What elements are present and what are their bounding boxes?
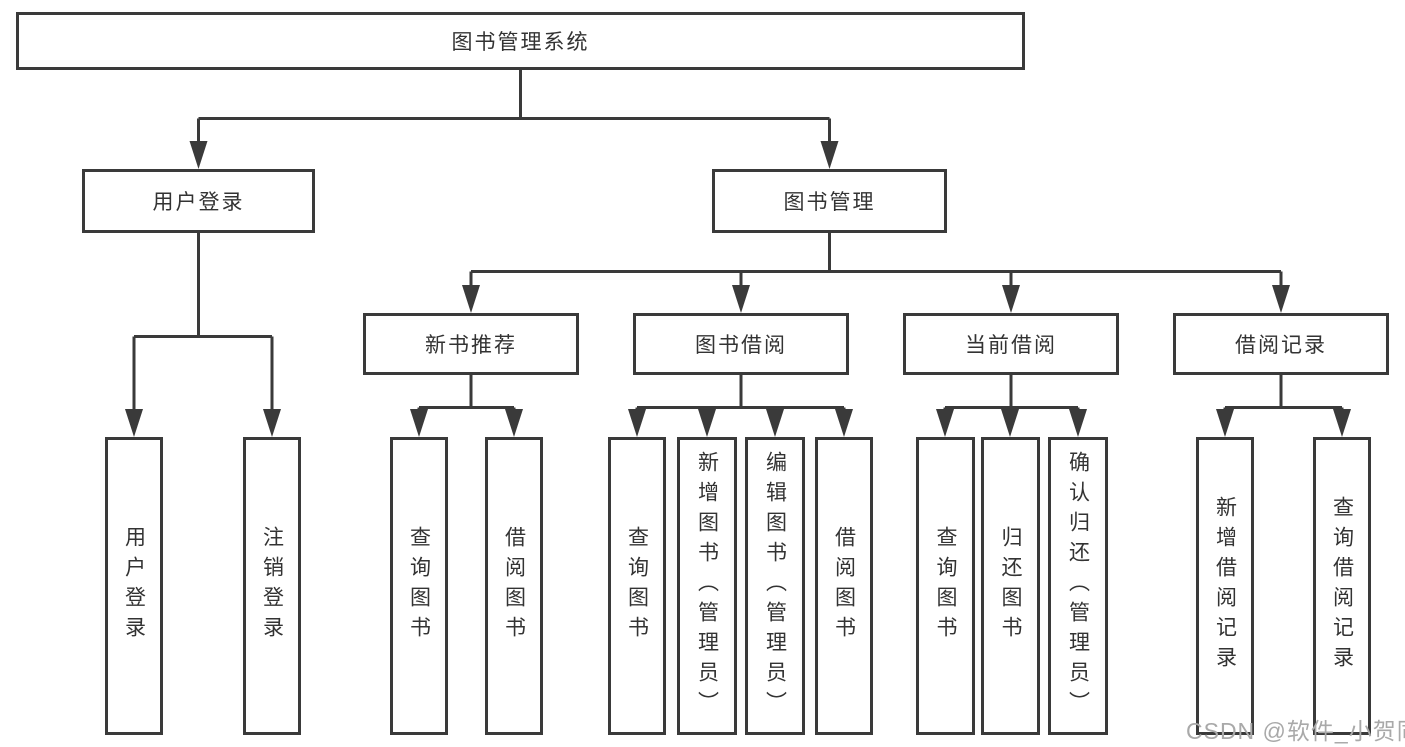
- leaf-add-borrow-record: 新增借阅记录: [1196, 437, 1254, 735]
- node-book-borrow: 图书借阅: [633, 313, 849, 375]
- node-label: 新增借阅记录: [1213, 496, 1237, 676]
- leaf-query-books: 查询图书: [916, 437, 975, 735]
- leaf-return-books: 归还图书: [981, 437, 1040, 735]
- node-label: 确认归还（管理员）: [1066, 451, 1090, 721]
- node-label: 查询图书: [407, 526, 431, 646]
- node-label: 查询借阅记录: [1330, 496, 1354, 676]
- node-library-management-system: 图书管理系统: [16, 12, 1025, 70]
- leaf-logout: 注销登录: [243, 437, 301, 735]
- node-label: 新增图书（管理员）: [695, 451, 719, 721]
- leaf-query-books: 查询图书: [390, 437, 448, 735]
- leaf-query-borrow-record: 查询借阅记录: [1313, 437, 1371, 735]
- node-label: 借阅记录: [1235, 334, 1327, 357]
- node-label: 归还图书: [999, 526, 1022, 646]
- node-label: 借阅图书: [832, 526, 856, 646]
- node-new-book-recommend: 新书推荐: [363, 313, 579, 375]
- leaf-query-books: 查询图书: [608, 437, 666, 735]
- node-borrow-records: 借阅记录: [1173, 313, 1389, 375]
- node-label: 查询图书: [625, 526, 649, 646]
- leaf-edit-books-admin: 编辑图书（管理员）: [745, 437, 805, 735]
- node-label: 新书推荐: [425, 334, 517, 357]
- node-label: 用户登录: [122, 526, 146, 646]
- node-current-borrow: 当前借阅: [903, 313, 1119, 375]
- leaf-user-login: 用户登录: [105, 437, 163, 735]
- leaf-borrow-books: 借阅图书: [485, 437, 543, 735]
- leaf-add-books-admin: 新增图书（管理员）: [677, 437, 737, 735]
- node-book-management: 图书管理: [712, 169, 947, 233]
- csdn-watermark: CSDN @软件_小贺同学: [1186, 718, 1405, 744]
- node-user-login: 用户登录: [82, 169, 315, 233]
- leaf-borrow-books: 借阅图书: [815, 437, 873, 735]
- node-label: 当前借阅: [965, 334, 1057, 357]
- node-label: 用户登录: [152, 191, 245, 214]
- node-label: 注销登录: [260, 526, 284, 646]
- node-label: 图书管理: [783, 191, 876, 214]
- leaf-confirm-return-admin: 确认归还（管理员）: [1048, 437, 1108, 735]
- node-label: 编辑图书（管理员）: [763, 451, 787, 721]
- node-label: 查询图书: [934, 526, 957, 646]
- node-label: 借阅图书: [502, 526, 526, 646]
- node-label: 图书管理系统: [451, 31, 590, 54]
- node-label: 图书借阅: [695, 334, 787, 357]
